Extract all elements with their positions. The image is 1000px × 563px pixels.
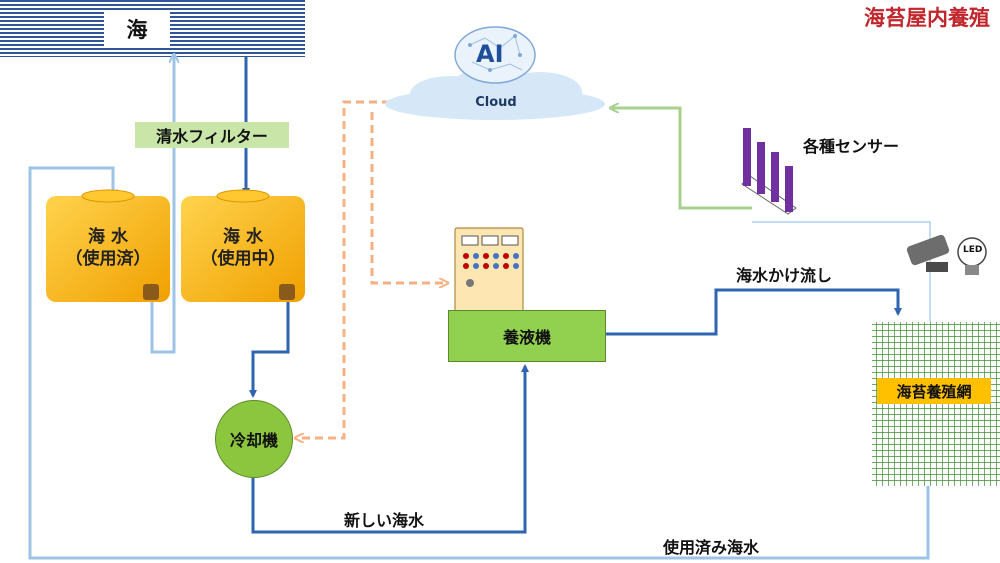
filter-label: 清水フィルター (135, 122, 289, 148)
nutrient-machine: 養液機 (448, 310, 606, 362)
sensors-label: 各種センサー (803, 137, 900, 156)
flow-tank-to-cooler (249, 300, 290, 398)
flow-used-tank-to-sea (150, 56, 174, 354)
sea-label: 海 (104, 12, 170, 46)
cloud-label: Cloud (475, 95, 517, 110)
tank-in-use-label: 海 水 （使用中） (188, 226, 298, 270)
flow-used-water-label: 使用済み海水 (663, 538, 760, 557)
control-panel-icon (454, 227, 524, 313)
ai-label: AI (476, 40, 504, 68)
tank-in-use-line2: （使用中） (200, 249, 286, 269)
flow-cooler-to-machine (251, 364, 529, 534)
flow-sensors-to-cloud (612, 108, 752, 210)
flow-machine-to-net (604, 288, 902, 336)
flow-cloud-to-machine (370, 112, 446, 283)
led-label: LED (963, 245, 983, 255)
sensor-probes-icon (741, 128, 797, 215)
flow-pour-label: 海水かけ流し (736, 266, 833, 285)
tank-used-line2: （使用済） (65, 249, 151, 269)
tank-used-icon (46, 189, 170, 302)
led-bulb-icon (957, 237, 987, 275)
sensor-wiring (752, 221, 931, 322)
camera-icon (906, 234, 950, 272)
net-label: 海苔養殖網 (877, 378, 991, 404)
flow-cloud-to-cooler (297, 100, 390, 438)
flow-used-water-bottom (28, 166, 930, 560)
tank-in-use-line1: 海 水 (223, 227, 263, 247)
tank-used-line1: 海 水 (88, 227, 128, 247)
tank-in-use-icon (181, 189, 305, 302)
ai-brain-icon (454, 26, 536, 84)
tank-used-label: 海 水 （使用済） (53, 226, 163, 270)
cooler: 冷却機 (215, 400, 293, 478)
page-title: 海苔屋内養殖 (864, 6, 990, 30)
flow-new-water-label: 新しい海水 (344, 511, 425, 530)
nori-net (872, 322, 1000, 486)
